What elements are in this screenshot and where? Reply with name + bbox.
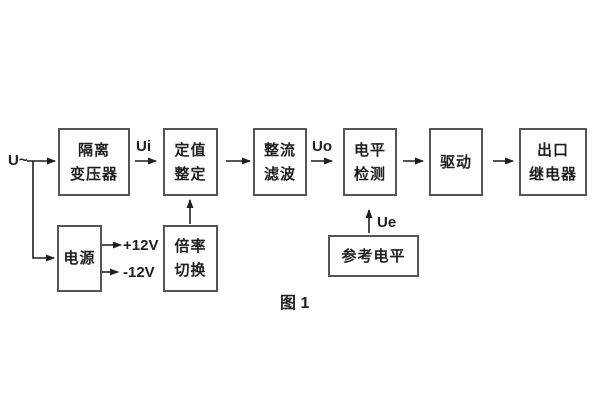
block-power-supply: 电源 — [57, 225, 102, 292]
block-label: 继电器 — [528, 165, 577, 183]
block-label: 滤波 — [263, 165, 296, 183]
block-setting-adjust: 定值 整定 — [163, 128, 218, 196]
arrow-input-to-power-supply — [32, 161, 55, 262]
block-output-relay: 出口 继电器 — [519, 128, 587, 196]
block-label: 变压器 — [69, 165, 118, 183]
block-label: 电平 — [353, 141, 386, 159]
signal-label-ue: Ue — [377, 214, 397, 231]
block-label: 倍率 — [174, 238, 207, 256]
figure-caption: 图 1 — [280, 295, 310, 312]
signal-label-ui: Ui — [136, 138, 151, 155]
block-level-detection: 电平 检测 — [343, 128, 397, 196]
block-ratio-switch: 倍率 切换 — [163, 225, 218, 292]
block-label: 隔离 — [77, 141, 110, 159]
block-label: 电源 — [63, 250, 96, 267]
block-label: 定值 — [174, 141, 207, 159]
block-label: 参考电平 — [341, 247, 406, 265]
input-voltage-label: U~ — [8, 152, 28, 169]
block-reference-level: 参考电平 — [328, 235, 419, 277]
block-label: 检测 — [353, 165, 386, 183]
power-label-plus-12v: +12V — [123, 237, 159, 254]
block-driver: 驱动 — [429, 128, 483, 196]
power-label-minus-12v: -12V — [123, 264, 155, 281]
block-label: 出口 — [536, 141, 569, 159]
block-label: 切换 — [174, 261, 207, 279]
block-rectifier-filter: 整流 滤波 — [253, 128, 307, 196]
block-label: 整流 — [263, 141, 296, 159]
block-label: 整定 — [174, 165, 207, 183]
signal-label-uo: Uo — [312, 138, 332, 155]
block-isolation-transformer: 隔离 变压器 — [58, 128, 130, 196]
block-label: 驱动 — [439, 153, 472, 171]
